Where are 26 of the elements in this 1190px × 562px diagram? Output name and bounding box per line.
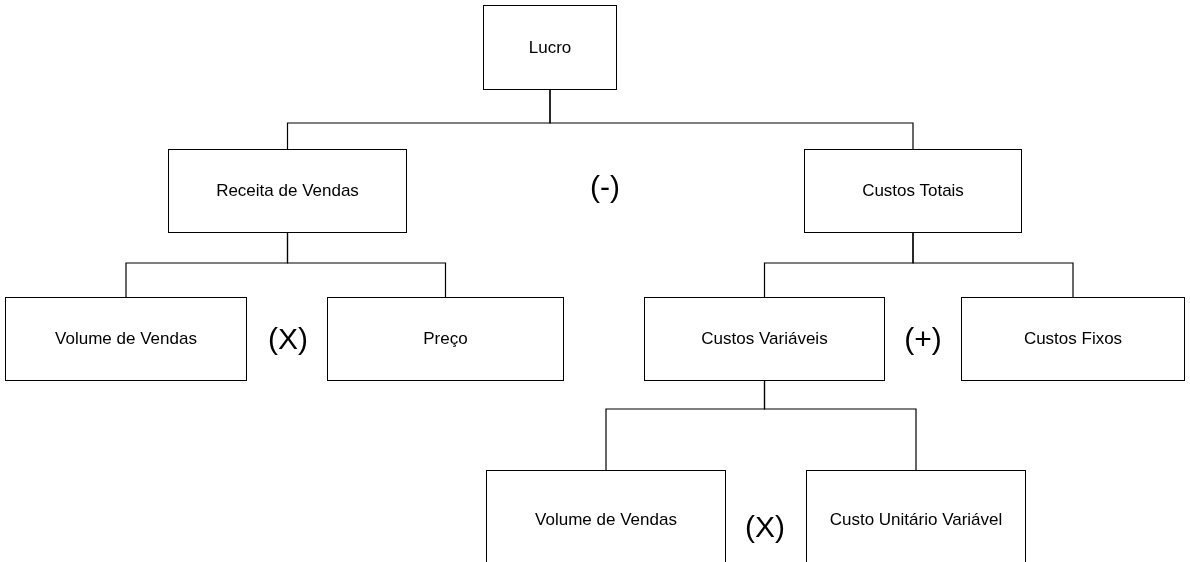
box-label: Volume de Vendas xyxy=(534,509,678,531)
box-label: Custos Variáveis xyxy=(700,328,829,350)
process-box xyxy=(327,297,564,381)
box-label: Receita de Vendas xyxy=(215,180,360,202)
process-box xyxy=(168,149,407,233)
process-box xyxy=(483,5,617,90)
process-box xyxy=(806,470,1026,562)
operator-symbol: (+) xyxy=(904,322,942,356)
box-label: Volume de Vendas xyxy=(54,328,198,350)
box-label: Preço xyxy=(422,328,469,350)
box-label: Custos Fixos xyxy=(1022,328,1124,350)
connector-line xyxy=(763,380,917,471)
process-box xyxy=(961,297,1185,381)
process-box xyxy=(804,149,1022,233)
process-box xyxy=(486,470,726,562)
connector-line xyxy=(912,232,1074,298)
process-box xyxy=(644,297,885,381)
box-label: Custo Unitário Variável xyxy=(828,509,1004,531)
connector-line xyxy=(549,89,914,150)
operator-symbol: (-) xyxy=(590,170,620,204)
process-box xyxy=(5,297,247,381)
box-label: Lucro xyxy=(527,36,573,59)
operator-symbol: (X) xyxy=(268,322,308,356)
operator-symbol: (X) xyxy=(745,510,785,544)
connector-line xyxy=(286,232,447,298)
box-label: Custos Totais xyxy=(861,180,965,202)
